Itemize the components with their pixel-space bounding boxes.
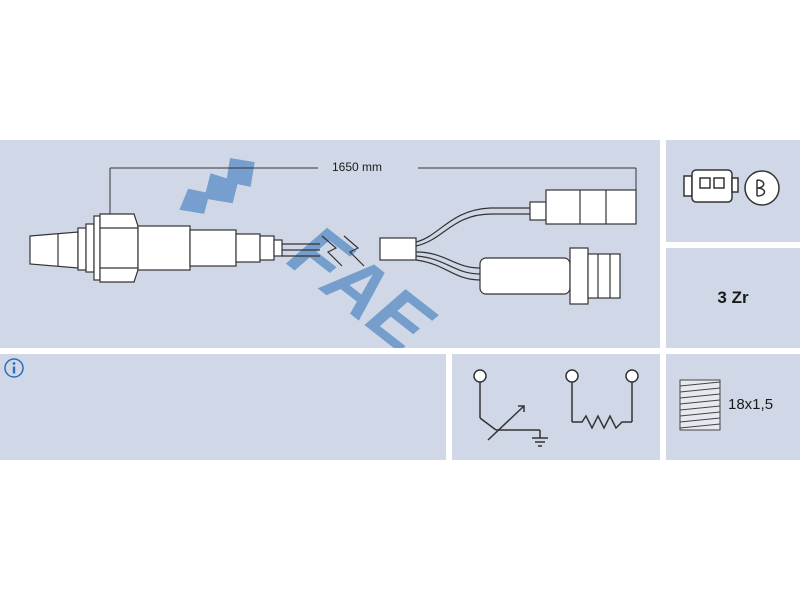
info-icon (4, 358, 24, 378)
ground-icon (532, 437, 548, 447)
sensor-element-symbol (473, 369, 541, 441)
sensor-body (29, 189, 637, 305)
plug-icon (683, 169, 739, 203)
socket-icon (744, 170, 780, 206)
circuit-panel (452, 354, 660, 460)
circuit-diagram (473, 369, 639, 447)
connector-panel (666, 140, 800, 242)
heater-resistor-symbol (565, 369, 639, 430)
thread-icon (679, 379, 721, 431)
info-panel (0, 354, 446, 460)
connector-icons (683, 169, 780, 206)
wire-count-panel: 3 Zr (666, 248, 800, 348)
length-label: 1650 mm (332, 160, 382, 174)
logo-text: FAE (274, 207, 449, 348)
thread-size-label: 18x1,5 (728, 396, 774, 413)
sensor-drawing-panel: FAE 1650 mm (0, 140, 660, 348)
sensor-drawing: FAE 1650 mm (29, 158, 637, 348)
dimension-line (109, 167, 637, 216)
wire-count-label: 3 Zr (717, 288, 749, 307)
thread-panel: 18x1,5 (666, 354, 800, 460)
